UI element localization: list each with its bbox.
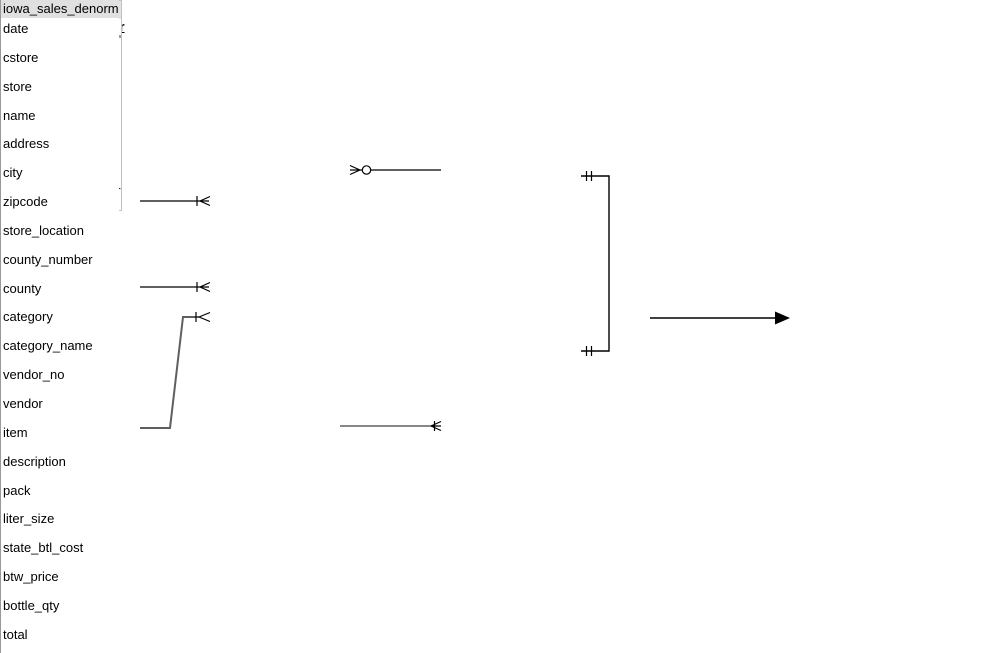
zero-circle-icon	[361, 165, 372, 175]
crows-foot-many-icon	[199, 281, 211, 293]
field-row: cstore	[3, 49, 39, 65]
field-row: pack	[3, 482, 31, 498]
one-and-only-one-ticks-icon	[585, 171, 593, 181]
relationship-line	[140, 316, 199, 429]
field-row: state_btl_cost	[3, 540, 84, 556]
field-row: store_location	[3, 222, 84, 238]
rel-county-store[interactable]	[340, 420, 442, 432]
relationship-line	[581, 175, 610, 352]
field-row: date	[3, 21, 29, 36]
rel-item-sales[interactable]	[140, 311, 211, 429]
field-row: county_number	[3, 251, 93, 267]
crows-foot-many-icon	[199, 195, 211, 207]
field-row: bottle_qty	[3, 597, 60, 613]
field-row: item	[3, 424, 28, 440]
field-row: btw_price	[3, 569, 59, 585]
field-row: county	[3, 280, 42, 296]
crows-foot-many-icon	[198, 311, 211, 323]
field-row: city	[3, 165, 23, 181]
rel-vendor-sales[interactable]	[140, 281, 211, 293]
field-row: category_name	[3, 338, 93, 354]
field-row: vendor_no	[3, 367, 65, 383]
field-row: address	[3, 136, 50, 152]
crows-foot-many-icon	[430, 420, 442, 432]
denorm-arrow[interactable]	[650, 311, 790, 325]
field-row: vendor	[3, 395, 43, 411]
table-iowa-sales-denorm-title: iowa_sales_denorm	[1, 0, 119, 18]
one-and-only-one-ticks-icon	[585, 346, 593, 356]
rel-sales-convenience-store[interactable]	[349, 164, 441, 176]
field-row: category	[3, 309, 53, 325]
rel-category-sales[interactable]	[140, 195, 211, 207]
field-row: description	[3, 453, 66, 469]
field-row: store	[3, 78, 32, 94]
rel-convenience-store-store[interactable]	[581, 171, 610, 356]
field-row: name	[3, 107, 36, 123]
crows-foot-many-icon	[349, 164, 362, 176]
table-iowa-sales-denorm-fields: date cstore store name address city zipcode sto…	[1, 18, 119, 653]
field-row: zipcode	[3, 194, 48, 210]
field-row: liter_size	[3, 511, 55, 527]
arrowhead-icon	[775, 311, 790, 325]
field-row: total	[3, 626, 28, 642]
table-iowa-sales-denorm[interactable]: iowa_sales_denorm date cstore store name add…	[0, 0, 119, 653]
